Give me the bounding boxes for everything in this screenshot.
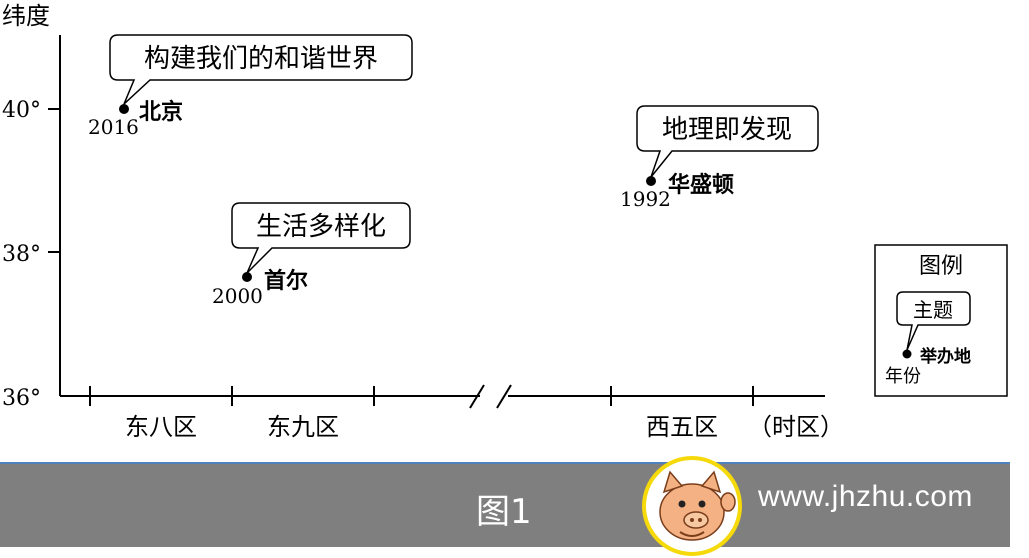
callout-theme-beijing: 构建我们的和谐世界 bbox=[144, 44, 378, 74]
x-category-label-utcm5: 西五区 bbox=[646, 413, 718, 441]
x-axis-unit-label: （时区） bbox=[748, 413, 844, 441]
y-tick-label-40: 40° bbox=[2, 98, 41, 123]
callout-theme-seoul: 生活多样化 bbox=[256, 212, 386, 242]
callout-bubble-washington bbox=[636, 105, 819, 178]
site-url-text: www.jhzhu.com bbox=[758, 480, 973, 513]
callout-theme-washington: 地理即发现 bbox=[662, 115, 792, 145]
legend-place-label: 举办地 bbox=[919, 346, 971, 367]
y-tick-label-36: 36° bbox=[2, 386, 41, 411]
event-year-beijing: 2016 bbox=[88, 115, 139, 139]
x-category-label-utc9: 东九区 bbox=[267, 413, 339, 441]
event-city-beijing: 北京 bbox=[139, 99, 183, 125]
pig-mascot-icon bbox=[642, 456, 742, 556]
event-city-seoul: 首尔 bbox=[264, 268, 308, 294]
y-tick-label-38: 38° bbox=[2, 242, 41, 267]
callout-bubble-beijing bbox=[109, 34, 413, 105]
axis-break-mark-left bbox=[469, 384, 485, 409]
event-dot-seoul bbox=[242, 272, 252, 282]
event-city-washington: 华盛顿 bbox=[668, 172, 734, 198]
callout-bubble-seoul bbox=[231, 202, 411, 274]
legend-callout-bubble bbox=[896, 291, 971, 351]
event-dot-beijing bbox=[119, 104, 129, 114]
event-year-seoul: 2000 bbox=[212, 284, 263, 308]
y-axis-title: 纬度 bbox=[2, 2, 50, 30]
legend-theme-label: 主题 bbox=[913, 298, 953, 322]
legend-title: 图例 bbox=[919, 254, 963, 279]
legend-dot bbox=[902, 349, 912, 359]
footer-banner: 图1 www.jhzhu.com bbox=[0, 456, 1010, 556]
x-category-label-utc8: 东八区 bbox=[125, 413, 197, 441]
event-year-washington: 1992 bbox=[620, 187, 671, 211]
event-dot-washington bbox=[646, 176, 656, 186]
latitude-timezone-diagram: 纬度 40° 38° 36° 东八区 东九区 西五区 （时区） 构建我们的和谐世… bbox=[2, 2, 1008, 441]
legend-year-label: 年份 bbox=[885, 366, 921, 387]
figure-caption: 图1 bbox=[476, 492, 532, 532]
axis-break-mark-right bbox=[496, 384, 512, 409]
